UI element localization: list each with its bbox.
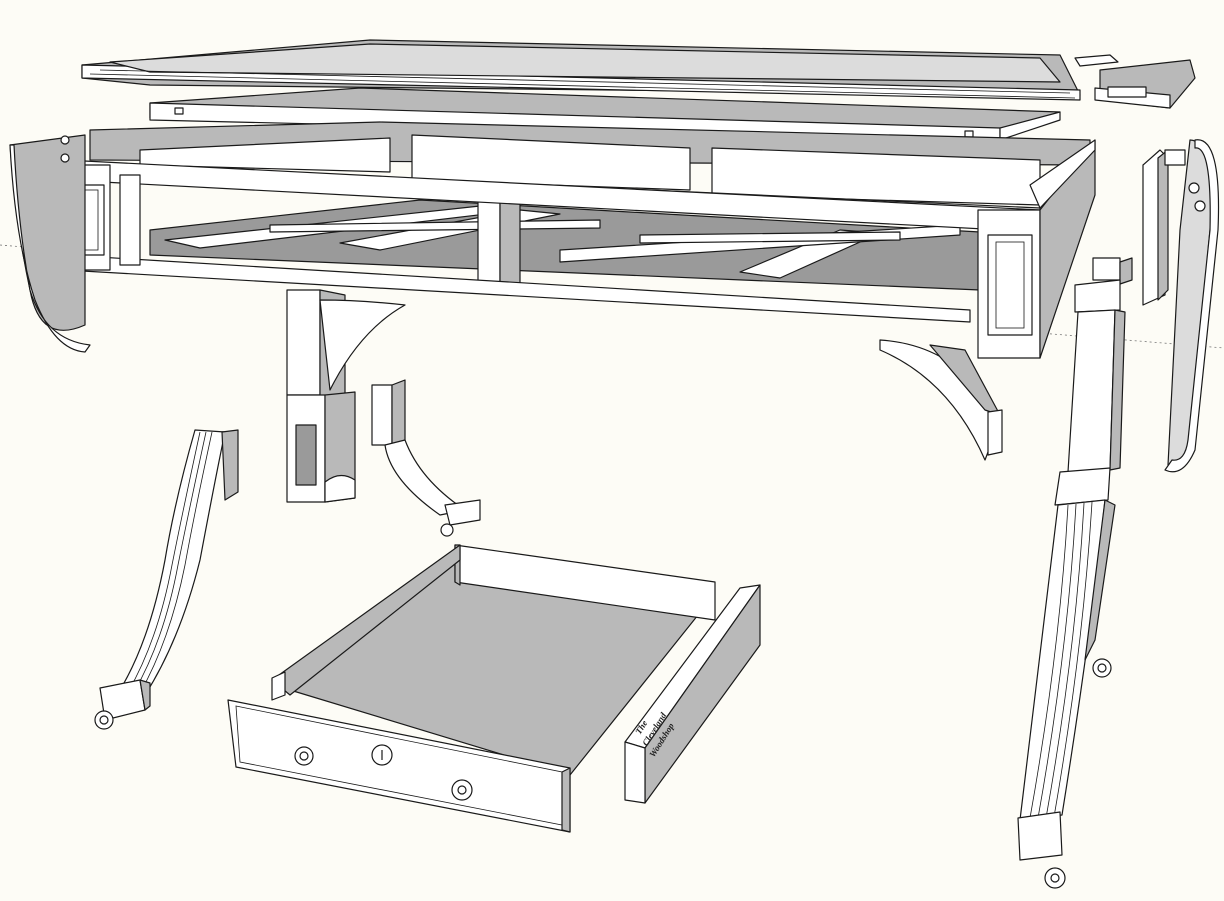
left-curved-leg: [94, 429, 239, 730]
left-trestle: [286, 289, 406, 503]
drawer: The Cleveland Woodshop: [227, 544, 761, 833]
left-drop-leaf: [9, 134, 91, 353]
right-fluted-leg: [1017, 257, 1133, 889]
leaf-support-bracket: [1142, 149, 1186, 306]
table-apron: [59, 121, 1096, 359]
center-curved-leg: [371, 379, 481, 537]
table-top: [81, 39, 1081, 101]
right-trestle-arm: [879, 339, 1003, 461]
top-end-cleat: [1074, 54, 1196, 109]
right-drop-leaf: [1164, 139, 1220, 473]
